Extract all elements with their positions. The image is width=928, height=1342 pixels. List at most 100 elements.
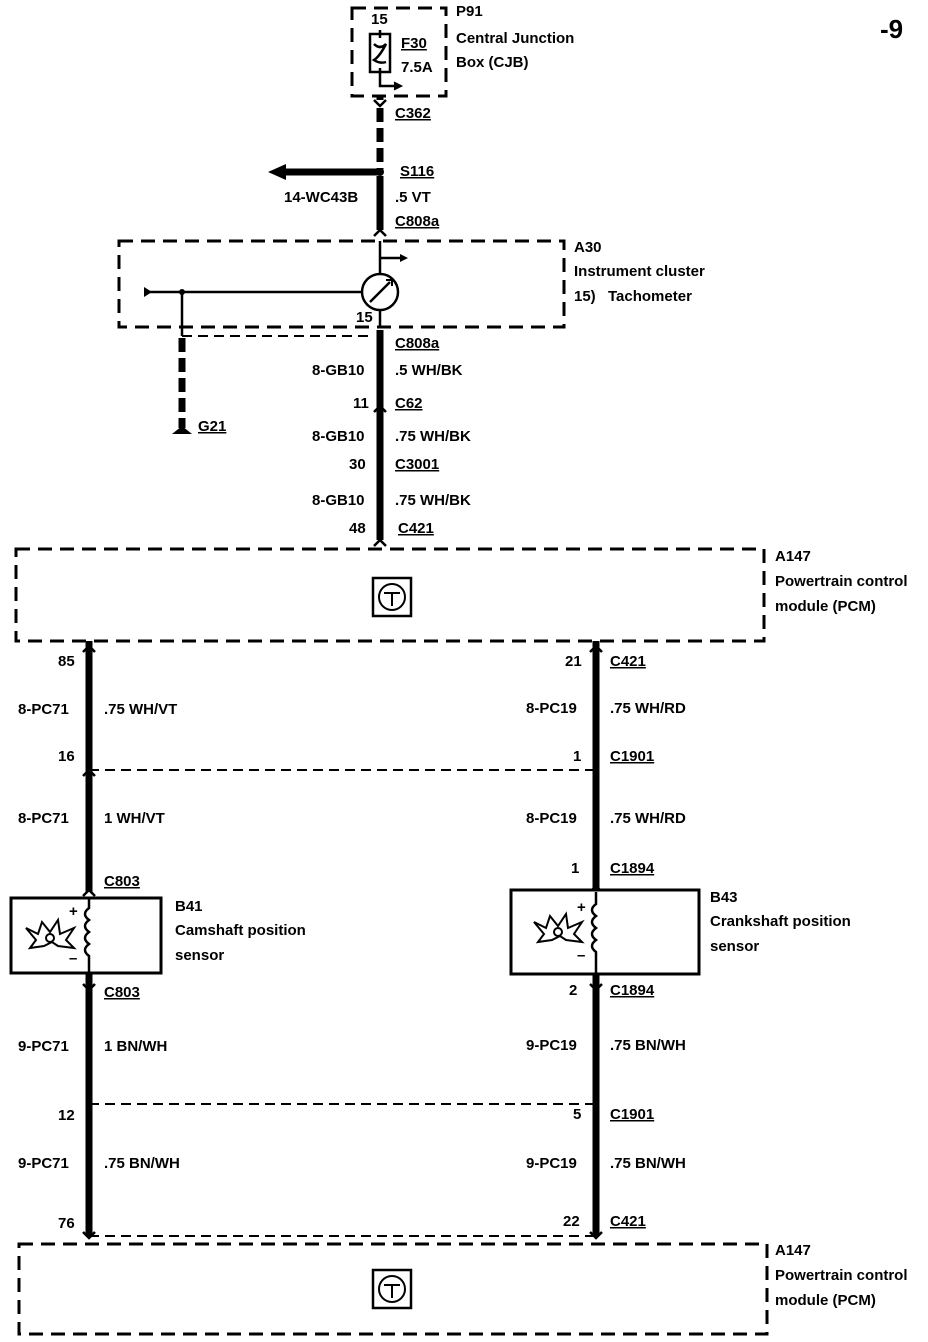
crank-sensor-minus: – <box>577 947 585 964</box>
connector-chevron-icon <box>82 1231 96 1240</box>
wire-size-label: 1 BN/WH <box>104 1038 167 1055</box>
pcm-id: A147 <box>775 548 811 565</box>
cam-sensor-name-line1: Camshaft position <box>175 922 306 939</box>
tachometer-gauge-icon <box>360 272 400 312</box>
pcm-processor-icon <box>371 1268 413 1310</box>
connector-pin-number: 21 <box>565 653 582 670</box>
arrow-right-icon <box>400 254 408 262</box>
cam-sensor-gear-icon <box>25 917 77 950</box>
connector-chevron-icon <box>373 404 387 413</box>
wire-size-label: .5 WH/BK <box>395 362 463 379</box>
fuse-rating: 7.5A <box>401 59 433 76</box>
connector-c3001-label: C3001 <box>395 456 439 473</box>
wire-size-label: .75 WH/BK <box>395 492 471 509</box>
wire-size-label: .75 WH/RD <box>610 700 686 717</box>
connector-chevron-icon <box>82 983 96 992</box>
pcm-name-line1: Powertrain control <box>775 573 908 590</box>
wire-circuit-label: 9-PC19 <box>526 1155 577 1172</box>
cluster-id: A30 <box>574 239 602 256</box>
connector-c362-label: C362 <box>395 105 431 122</box>
cam-sensor-name-line2: sensor <box>175 947 224 964</box>
arrow-left-icon <box>268 164 286 180</box>
crank-sensor-coil-icon <box>590 892 599 974</box>
connector-pin-number: 16 <box>58 748 75 765</box>
connector-pin-number: 22 <box>563 1213 580 1230</box>
wire-circuit-label: 8-GB10 <box>312 362 365 379</box>
page-reference: -9 <box>880 14 903 44</box>
connector-chevron-icon <box>373 99 387 108</box>
wire-circuit-label: 9-PC71 <box>18 1038 69 1055</box>
instrument-cluster-outline <box>117 239 566 329</box>
cluster-item-name: Tachometer <box>608 288 692 305</box>
connector-chevron-icon <box>589 1231 603 1240</box>
connector-pin-number: 76 <box>58 1215 75 1232</box>
connector-pin-number: 2 <box>569 982 577 999</box>
wire-top-size-label: .5 VT <box>395 189 431 206</box>
cluster-pin-number: 15 <box>356 309 373 326</box>
connector-chevron-icon <box>589 644 603 653</box>
connector-pin-number: 1 <box>573 748 581 765</box>
connector-c1901-top-label: C1901 <box>610 748 654 765</box>
wire-circuit-label: 8-PC19 <box>526 700 577 717</box>
connector-c62-label: C62 <box>395 395 423 412</box>
fuse-pin-number: 15 <box>371 11 388 28</box>
crank-sensor-plus: + <box>577 899 586 916</box>
wire-size-label: .75 WH/VT <box>104 701 177 718</box>
wire-size-label: .75 WH/BK <box>395 428 471 445</box>
wire-size-label: .75 BN/WH <box>104 1155 180 1172</box>
wire-size-label: .75 BN/WH <box>610 1037 686 1054</box>
wire-circuit-label: 8-GB10 <box>312 428 365 445</box>
cam-sensor-plus: + <box>69 903 78 920</box>
connector-c421-bottom-label: C421 <box>610 1213 646 1230</box>
pcm-processor-icon <box>371 576 413 618</box>
connector-pin-number: 1 <box>571 860 579 877</box>
splice-s116-label: S116 <box>400 163 434 180</box>
connector-c421-label: C421 <box>398 520 434 537</box>
connector-pin-number: 48 <box>349 520 366 537</box>
connector-c803-top-label: C803 <box>104 873 140 890</box>
connector-chevron-icon <box>373 538 387 547</box>
pcm-bottom-outline <box>17 1242 769 1336</box>
pcm-top-outline <box>14 547 766 643</box>
crank-sensor-name-line2: sensor <box>710 938 759 955</box>
wire-circuit-label: 9-PC71 <box>18 1155 69 1172</box>
connector-chevron-icon <box>589 983 603 992</box>
crank-sensor-name-line1: Crankshaft position <box>710 913 851 930</box>
cam-sensor-id: B41 <box>175 898 203 915</box>
wire-circuit-label: 8-PC19 <box>526 810 577 827</box>
connector-chevron-icon <box>82 888 96 897</box>
wire-circuit-label: 9-PC19 <box>526 1037 577 1054</box>
crank-sensor-id: B43 <box>710 889 738 906</box>
connector-pin-number: 85 <box>58 653 75 670</box>
pcm-bottom-name-line1: Powertrain control <box>775 1267 908 1284</box>
connector-pin-number: 11 <box>353 395 369 412</box>
connector-c1901-bottom-label: C1901 <box>610 1106 654 1123</box>
cjb-outline <box>350 6 448 98</box>
cjb-name-line2: Box (CJB) <box>456 54 529 71</box>
pcm-bottom-id: A147 <box>775 1242 811 1259</box>
pcm-name-line2: module (PCM) <box>775 598 876 615</box>
connector-pin-number: 5 <box>573 1106 581 1123</box>
wire-circuit-label: 8-PC71 <box>18 810 69 827</box>
ground-icon <box>172 426 192 434</box>
connector-c808a-top-label: C808a <box>395 213 440 230</box>
wire-size-label: .75 BN/WH <box>610 1155 686 1172</box>
pcm-bottom-name-line2: module (PCM) <box>775 1292 876 1309</box>
connector-c1894-bottom-label: C1894 <box>610 982 655 999</box>
connector-chevron-icon <box>82 644 96 653</box>
connector-pin-number: 30 <box>349 456 366 473</box>
terminal-icon <box>144 287 152 297</box>
connector-c808a-bottom-label: C808a <box>395 335 440 352</box>
cam-sensor-coil-icon <box>83 898 92 973</box>
wire-circuit-label: 8-PC71 <box>18 701 69 718</box>
fuse-icon <box>368 30 392 78</box>
cam-sensor-minus: – <box>69 950 77 967</box>
wire-size-label: .75 WH/RD <box>610 810 686 827</box>
cjb-id: P91 <box>456 3 483 20</box>
connector-chevron-icon <box>373 228 387 237</box>
connector-c803-bottom-label: C803 <box>104 984 140 1001</box>
connector-c1894-top-label: C1894 <box>610 860 655 877</box>
cluster-name: Instrument cluster <box>574 263 705 280</box>
connector-pin-number: 12 <box>58 1107 75 1124</box>
